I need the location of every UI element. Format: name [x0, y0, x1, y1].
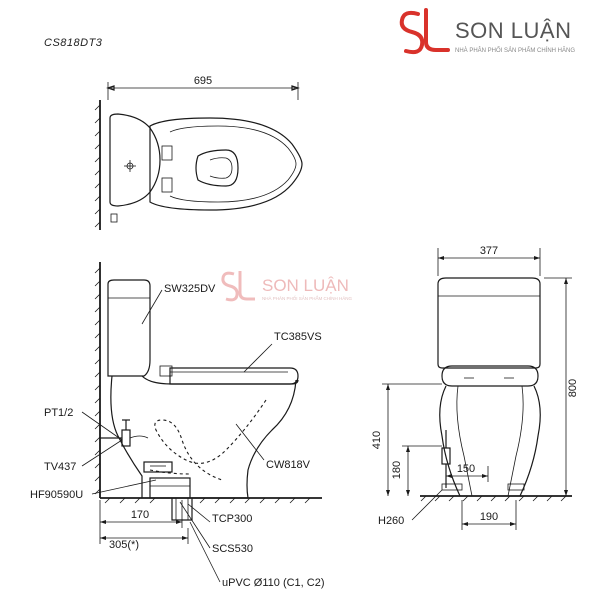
label-flange: TCP300 — [212, 513, 252, 525]
dim-695: 695 — [194, 75, 212, 87]
label-h260: H260 — [378, 515, 404, 527]
top-view: 695 — [94, 75, 303, 230]
watermark-tagline: NHÀ PHÂN PHỐI SẢN PHẨM CHÍNH HÃNG — [262, 295, 353, 301]
label-seat: TC385VS — [274, 331, 322, 343]
dim-180: 180 — [391, 461, 403, 479]
label-valve: TV437 — [44, 461, 76, 473]
label-bowl: CW818V — [266, 459, 311, 471]
brand-logo: SON LUẬN NHÀ PHÂN PHỐI SẢN PHẨM CHÍNH HÃ… — [399, 8, 575, 55]
dim-410: 410 — [371, 431, 383, 449]
dim-150: 150 — [457, 463, 475, 475]
dim-800: 800 — [567, 379, 579, 397]
front-view: 377 800 410 180 150 190 H260 — [371, 245, 579, 530]
watermark: SON LUẬN NHÀ PHÂN PHỐI SẢN PHẨM CHÍNH HÃ… — [221, 271, 353, 302]
side-view: 170 305(*) SW325DV TC385VS CW818V PT1/2 … — [30, 262, 325, 589]
label-hose: HF90590U — [30, 489, 83, 501]
model-code: CS818DT3 — [44, 37, 103, 49]
brand-logo-mark — [399, 8, 450, 55]
watermark-mark — [221, 271, 255, 302]
dim-190: 190 — [480, 511, 498, 523]
brand-tagline: NHÀ PHÂN PHỐI SẢN PHẨM CHÍNH HÃNG — [455, 47, 575, 54]
brand-name: SON LUẬN — [455, 18, 571, 43]
dim-170: 170 — [131, 509, 149, 521]
label-pipe: uPVC Ø110 (C1, C2) — [222, 577, 325, 589]
watermark-name: SON LUẬN — [262, 276, 349, 295]
label-seal: SCS530 — [212, 543, 253, 555]
dim-377: 377 — [480, 245, 498, 257]
label-supply: PT1/2 — [44, 407, 73, 419]
dim-305: 305(*) — [109, 539, 139, 551]
label-tank: SW325DV — [164, 283, 216, 295]
